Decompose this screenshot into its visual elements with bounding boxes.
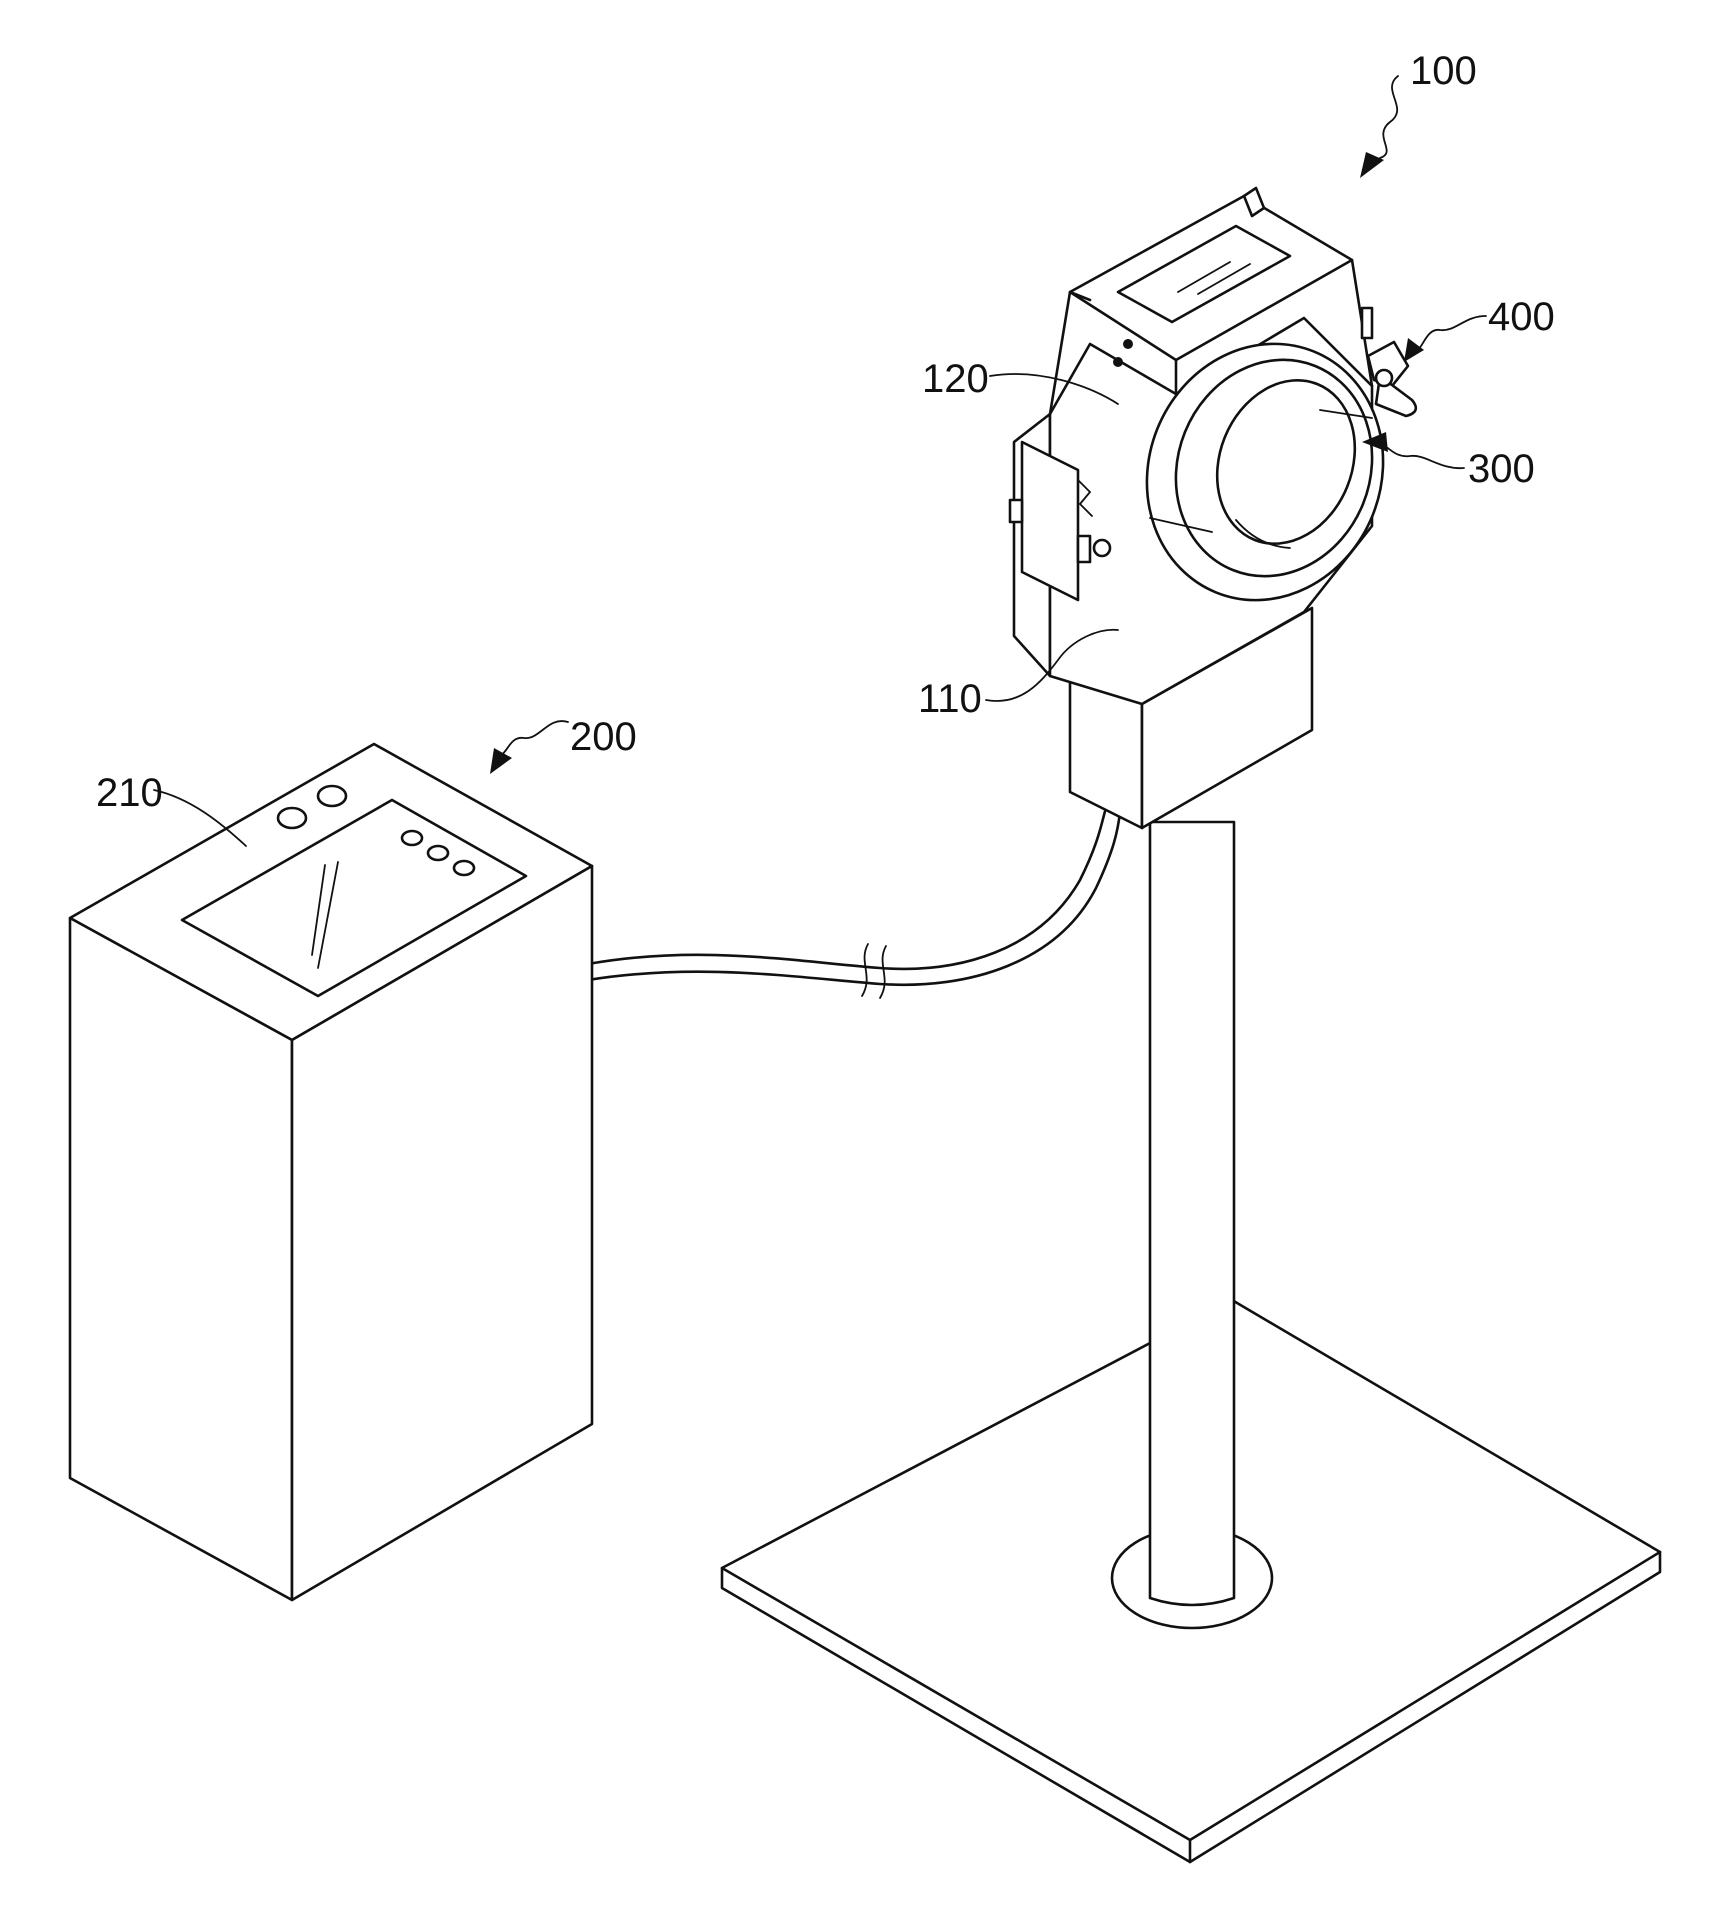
label-120: 120 xyxy=(922,357,989,401)
indicator-icon xyxy=(452,859,476,877)
support-pole xyxy=(1110,820,1274,1630)
label-300: 300 xyxy=(1468,447,1535,491)
label-210: 210 xyxy=(96,771,163,815)
label-200: 200 xyxy=(570,715,637,759)
connection-cable xyxy=(586,806,1122,999)
indicator-icon xyxy=(426,844,450,862)
display-screen xyxy=(180,798,528,998)
label-400: 400 xyxy=(1488,295,1555,339)
leader-lines xyxy=(153,75,1487,847)
reference-numerals: 100 400 120 300 110 200 210 xyxy=(96,49,1555,815)
button-icon xyxy=(276,806,308,830)
device-head xyxy=(1008,186,1418,830)
label-100: 100 xyxy=(1410,49,1477,93)
indicator-icon xyxy=(400,829,424,847)
controller-box xyxy=(68,742,594,1602)
label-110: 110 xyxy=(918,677,982,721)
button-icon xyxy=(316,784,348,808)
